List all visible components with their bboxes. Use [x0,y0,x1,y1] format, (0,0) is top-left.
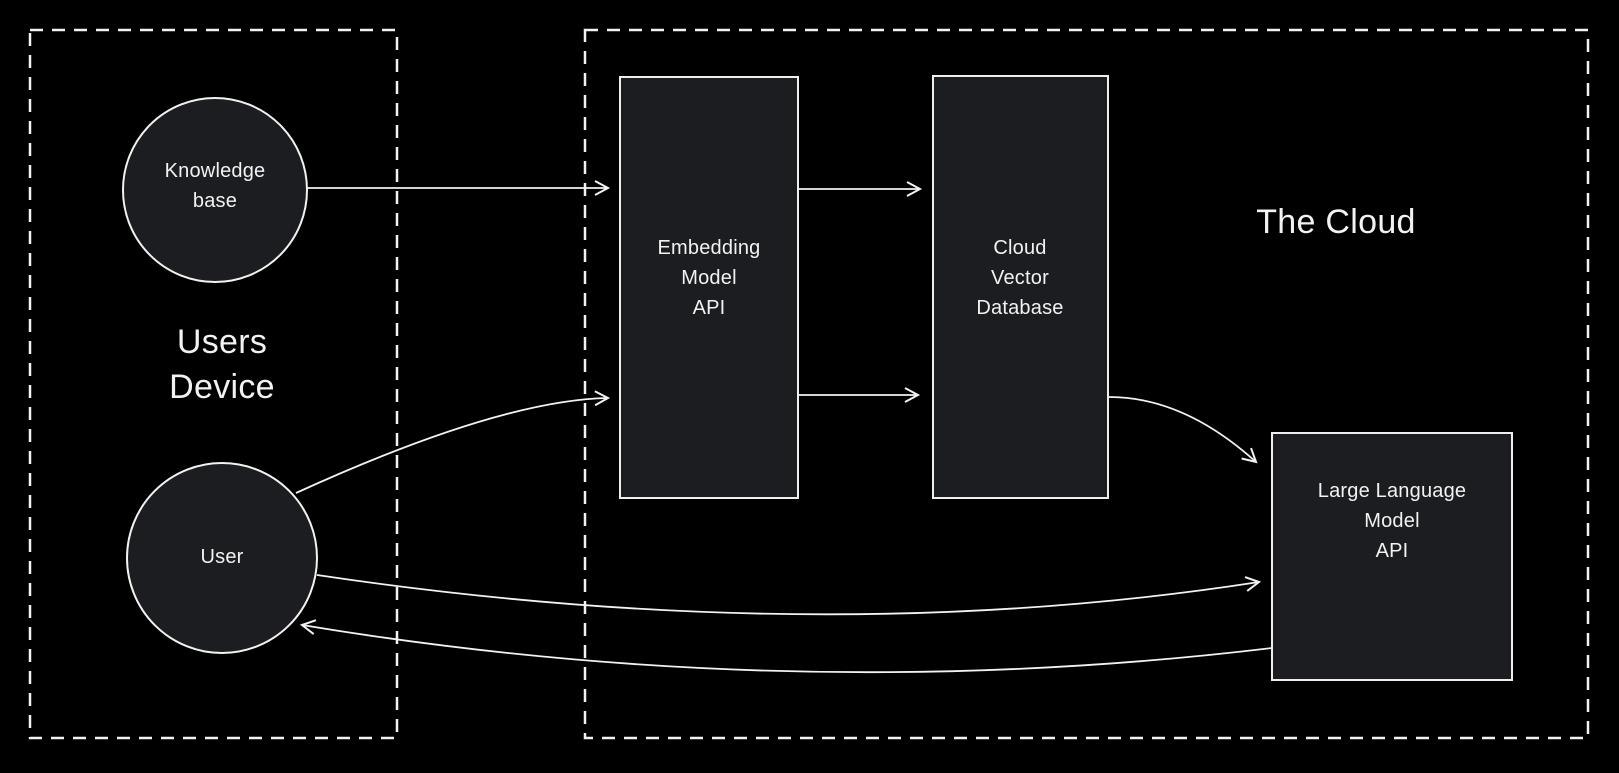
embedding-model-api-label-line: Model [681,267,737,289]
large-language-model-api-label-line: API [1375,540,1409,562]
large-language-model-api-label-line: Large Language [1317,480,1467,502]
zone-the-cloud-border [583,28,1590,740]
knowledge-base-label-line: Knowledge [164,160,266,182]
zone-users-device-border [28,28,399,740]
cloud-vector-database-label-line: Vector [991,267,1049,289]
knowledge-base-label: Knowledge base [115,156,315,216]
embedding-model-api-label-line: API [692,297,726,319]
edge-user-to-embedding-arrow [295,390,611,494]
node-cloud-vector-database-rect [932,75,1109,499]
zone-users-device-title-line: Users [176,323,268,361]
node-large-language-model-api-rect [1271,432,1513,681]
node-knowledge-base-circle [122,97,308,283]
large-language-model-api-label-line: Model [1364,510,1420,532]
zone-users-device-title: Users Device [72,320,372,410]
embedding-model-api-label: Embedding Model API [609,233,809,323]
embedding-model-api-label-line: Embedding [657,237,761,259]
cloud-vector-database-label: Cloud Vector Database [920,233,1120,323]
edge-user-to-llm-arrow [316,574,1262,616]
cloud-vector-database-label-line: Cloud [993,237,1047,259]
user-label: User [122,542,322,572]
node-user-circle [126,462,318,654]
zone-the-cloud-title: The Cloud [1256,203,1416,241]
large-language-model-api-label: Large Language Model API [1262,476,1522,566]
user-label-line: User [200,546,244,568]
node-embedding-model-api-rect [619,76,799,499]
edge-vectordb-to-llm-arrow [1108,396,1258,464]
cloud-vector-database-label-line: Database [976,297,1064,319]
zone-users-device-title-line: Device [169,368,275,406]
knowledge-base-label-line: base [192,190,238,212]
edge-llm-to-user-arrow [299,619,1273,674]
